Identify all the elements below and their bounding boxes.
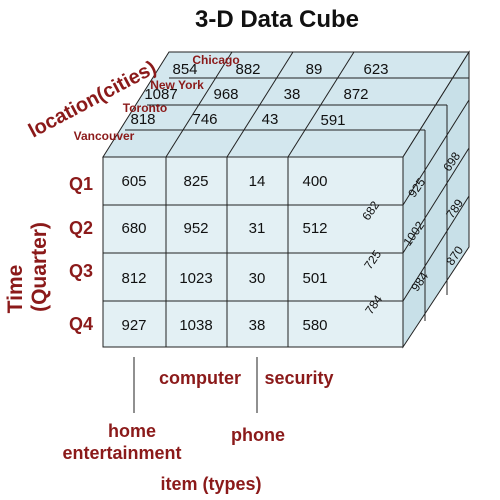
top-values: 818 746 43 591 1087 968 38 872 854 882 8… — [130, 61, 388, 129]
value-q1-security: 400 — [302, 173, 327, 190]
quarter-label-q2: Q2 — [69, 218, 93, 238]
value-q2-computer: 952 — [183, 220, 208, 237]
value-q4-security: 580 — [302, 317, 327, 334]
value-q3-computer: 1023 — [179, 270, 212, 287]
quarter-label-q3: Q3 — [69, 261, 93, 281]
quarter-label-q1: Q1 — [69, 174, 93, 194]
cube-front-face — [102, 156, 404, 348]
page-title: 3-D Data Cube — [195, 6, 359, 33]
value-toronto-security: 591 — [320, 112, 345, 129]
right-grid — [402, 99, 470, 321]
value-newyork-home: 1087 — [144, 86, 177, 103]
value-toronto-computer: 746 — [192, 111, 217, 128]
value-q4-computer: 1038 — [179, 317, 212, 334]
value-chicago-computer: 882 — [235, 61, 260, 78]
city-label-new-york: New York — [150, 78, 204, 92]
value-q4-phone: 38 — [249, 317, 266, 334]
value-q1-home: 605 — [121, 173, 146, 190]
item-label-computer: computer — [159, 368, 241, 388]
city-label-toronto: Toronto — [123, 101, 167, 115]
value-q1-phone: 14 — [249, 173, 266, 190]
city-label-chicago: Chicago — [192, 53, 239, 67]
quarter-label-q4: Q4 — [69, 314, 93, 334]
front-grid — [103, 157, 403, 347]
item-label-phone: phone — [231, 425, 285, 445]
value-q4-home: 927 — [121, 317, 146, 334]
value-chicago-home: 854 — [172, 61, 197, 78]
value-toronto-home: 818 — [130, 111, 155, 128]
city-label-vancouver: Vancouver — [74, 129, 135, 143]
value-chicago-phone: 89 — [306, 61, 323, 78]
item-label-home: home — [108, 421, 156, 441]
value-q2-phone: 31 — [249, 220, 266, 237]
value-newyork-computer: 968 — [213, 86, 238, 103]
time-axis-label: Time — [4, 265, 27, 314]
value-q3-security: 501 — [302, 270, 327, 287]
time-axis-sublabel: (Quarter) — [28, 222, 51, 312]
value-q1-computer: 825 — [183, 173, 208, 190]
value-chicago-security: 623 — [363, 61, 388, 78]
top-grid — [125, 51, 469, 158]
value-toronto-phone: 43 — [262, 111, 279, 128]
item-label-security: security — [264, 368, 333, 388]
value-q2-home: 680 — [121, 220, 146, 237]
value-q2-security: 512 — [302, 220, 327, 237]
item-label-entertainment: entertainment — [62, 443, 181, 463]
value-newyork-phone: 38 — [284, 86, 301, 103]
item-axis-label: item (types) — [160, 474, 261, 494]
value-newyork-security: 872 — [343, 86, 368, 103]
value-q3-phone: 30 — [249, 270, 266, 287]
value-q3-home: 812 — [121, 270, 146, 287]
front-values: 605 825 14 400 680 952 31 512 812 1023 3… — [121, 173, 327, 334]
